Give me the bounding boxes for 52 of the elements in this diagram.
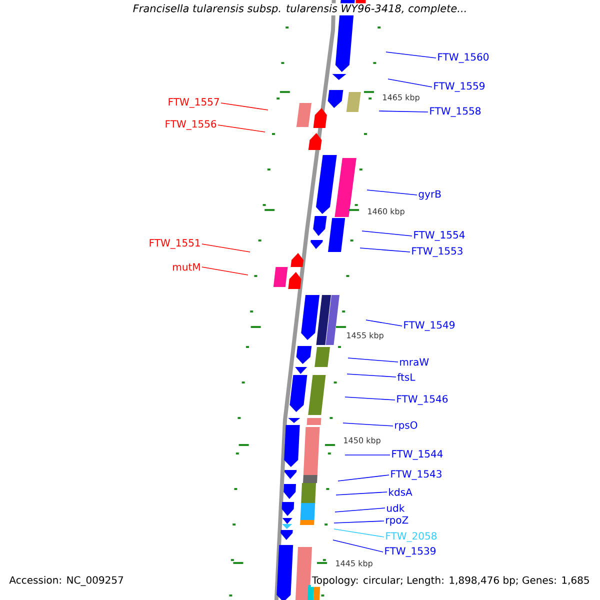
accession-label: Accession: NC_009257: [8, 575, 125, 587]
gene-label: FTW_2058: [386, 532, 437, 542]
scale-label: 1445 kbp: [336, 560, 372, 568]
leader-line: [348, 358, 398, 362]
gene-label: gyrB: [418, 190, 441, 200]
gene-label: FTW_1558: [430, 107, 481, 117]
leader-line: [344, 454, 390, 456]
title: Francisella tularensis subsp. tularensis WY96-3418, complete...: [132, 3, 468, 16]
gene-label: FTW_1557: [168, 98, 219, 108]
gene-label: ftsL: [397, 373, 416, 381]
leader-line: [342, 422, 394, 426]
gene-label: FTW_1559: [434, 82, 485, 92]
gene-label: FTW_1556: [166, 120, 216, 130]
gene-label: kdsA: [389, 488, 412, 496]
leader-line: [202, 244, 250, 252]
gene-label: FTW_1543: [391, 470, 442, 480]
scale-label: 1450 kbp: [344, 437, 380, 445]
gene-label: FTW_1546: [397, 395, 448, 405]
leader-line: [334, 528, 384, 538]
scale-label: 1460 kbp: [368, 208, 404, 216]
gene-label: mraW: [400, 358, 429, 366]
leader-line: [202, 266, 248, 276]
gene-label: FTW_1553: [412, 247, 462, 257]
leader-line: [344, 396, 396, 400]
summary-label: Topology: circular; Length: 1,898,476 bp; Genes: 1,685: [310, 575, 591, 587]
leader-line: [334, 520, 384, 524]
leader-line: [388, 78, 432, 88]
leader-line: [386, 52, 436, 58]
leader-line: [346, 374, 396, 378]
gene-label: udk: [387, 504, 405, 512]
leader-line: [332, 540, 384, 552]
leader-line: [366, 190, 418, 196]
gene-label: rpsO: [395, 421, 418, 431]
leader-line: [338, 474, 390, 482]
leader-line: [218, 124, 266, 132]
gene-label: rpoZ: [386, 516, 408, 526]
leader-line: [366, 320, 402, 326]
leader-line: [378, 110, 428, 112]
gene-label: FTW_1554: [414, 231, 465, 241]
leader-line: [336, 492, 388, 496]
leader-line: [360, 248, 410, 252]
leader-line: [334, 508, 386, 512]
gene-label: mutM: [173, 263, 200, 271]
leader-line: [220, 102, 268, 110]
leader-line: [362, 230, 412, 236]
scale-label: 1465 kbp: [383, 94, 420, 102]
gene-label: FTW_1551: [150, 239, 200, 249]
gene-label: FTW_1539: [385, 547, 436, 557]
gene-label: FTW_1544: [392, 450, 443, 460]
gene-label: FTW_1560: [438, 53, 489, 63]
scale-label: 1455 kbp: [347, 332, 384, 340]
gene-label: FTW_1549: [404, 321, 455, 331]
